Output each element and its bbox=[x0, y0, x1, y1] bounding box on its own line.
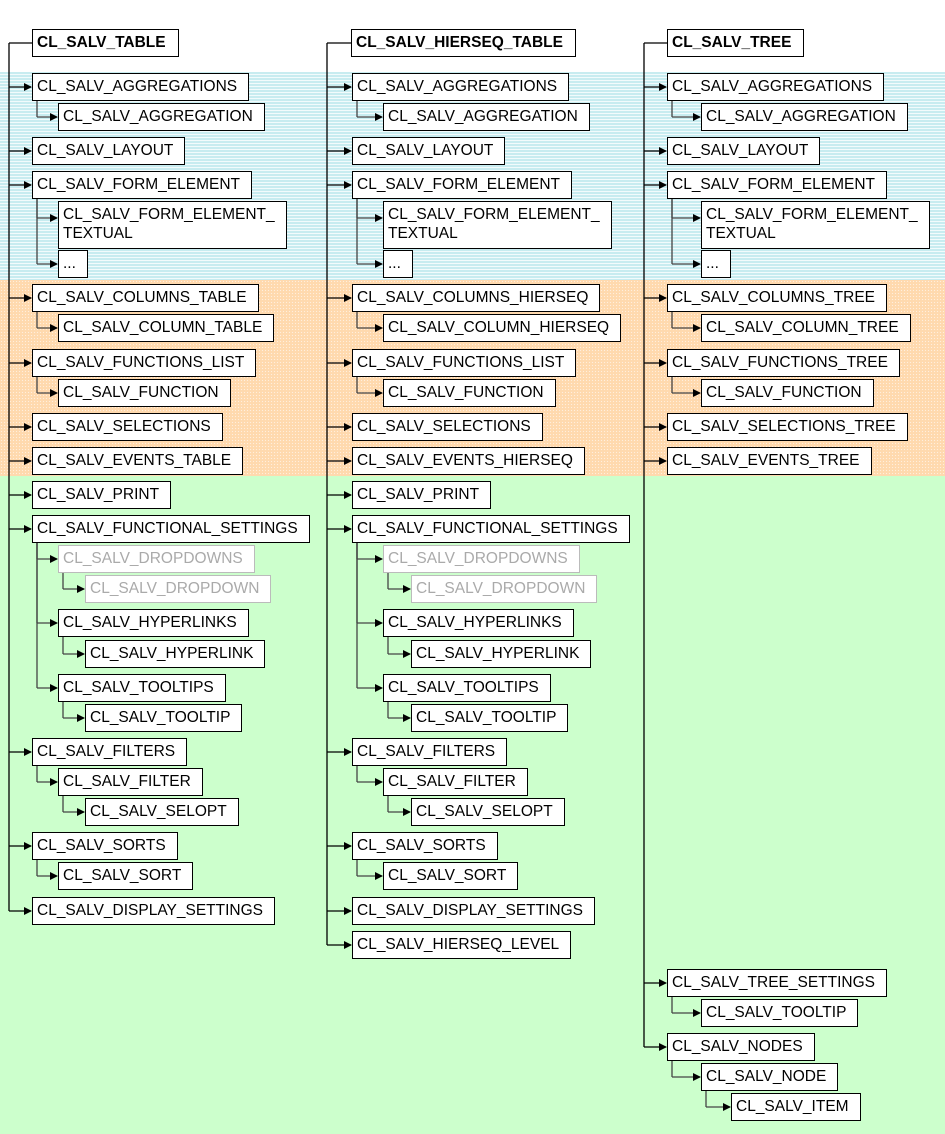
class-box[interactable]: CL_SALV_TOOLTIP bbox=[701, 999, 859, 1027]
class-box[interactable]: CL_SALV_FILTERS bbox=[32, 738, 188, 766]
class-box[interactable]: CL_SALV_LAYOUT bbox=[352, 137, 506, 165]
class-box[interactable]: CL_SALV_NODE bbox=[701, 1063, 839, 1091]
class-box[interactable]: CL_SALV_FUNCTIONS_TREE bbox=[667, 349, 900, 377]
class-box[interactable]: CL_SALV_SELOPT bbox=[411, 798, 565, 826]
class-box[interactable]: CL_SALV_DROPDOWNS bbox=[383, 545, 580, 573]
class-box[interactable]: CL_SALV_EVENTS_TREE bbox=[667, 447, 872, 475]
class-box[interactable]: CL_SALV_FORM_ELEMENT bbox=[352, 171, 572, 199]
class-box[interactable]: CL_SALV_FILTER bbox=[58, 768, 203, 796]
class-box[interactable]: CL_SALV_DROPDOWN bbox=[411, 575, 598, 603]
class-box[interactable]: CL_SALV_NODES bbox=[667, 1033, 815, 1061]
class-box[interactable]: CL_SALV_TREE_SETTINGS bbox=[667, 969, 888, 997]
class-box[interactable]: CL_SALV_PRINT bbox=[32, 481, 172, 509]
class-box[interactable]: CL_SALV_COLUMNS_HIERSEQ bbox=[352, 284, 601, 312]
class-box[interactable]: CL_SALV_AGGREGATIONS bbox=[32, 73, 250, 101]
class-box[interactable]: CL_SALV_HYPERLINKS bbox=[58, 609, 249, 637]
class-box[interactable]: CL_SALV_AGGREGATION bbox=[58, 103, 265, 131]
class-box[interactable]: CL_SALV_TOOLTIPS bbox=[383, 674, 551, 702]
class-box[interactable]: CL_SALV_FORM_ELEMENT_ TEXTUAL bbox=[383, 201, 612, 249]
class-box[interactable]: CL_SALV_HYPERLINK bbox=[411, 640, 592, 668]
class-box[interactable]: CL_SALV_AGGREGATIONS bbox=[352, 73, 570, 101]
class-box[interactable]: CL_SALV_LAYOUT bbox=[667, 137, 821, 165]
class-box[interactable]: CL_SALV_SORT bbox=[383, 862, 519, 890]
class-box[interactable]: CL_SALV_FUNCTIONAL_SETTINGS bbox=[352, 515, 630, 543]
class-box[interactable]: CL_SALV_DROPDOWNS bbox=[58, 545, 255, 573]
root-class-box[interactable]: CL_SALV_TREE bbox=[667, 29, 805, 57]
class-box[interactable]: CL_SALV_FILTERS bbox=[352, 738, 508, 766]
class-box[interactable]: CL_SALV_SELOPT bbox=[85, 798, 239, 826]
class-box[interactable]: CL_SALV_SORT bbox=[58, 862, 194, 890]
class-box[interactable]: CL_SALV_FUNCTIONAL_SETTINGS bbox=[32, 515, 310, 543]
class-box[interactable]: CL_SALV_TOOLTIP bbox=[85, 704, 243, 732]
class-box[interactable]: ... bbox=[58, 250, 88, 278]
class-box[interactable]: CL_SALV_SELECTIONS bbox=[32, 413, 223, 441]
class-box[interactable]: CL_SALV_TOOLTIP bbox=[411, 704, 569, 732]
class-box[interactable]: CL_SALV_FILTER bbox=[383, 768, 528, 796]
class-box[interactable]: CL_SALV_COLUMN_TREE bbox=[701, 314, 911, 342]
root-class-box[interactable]: CL_SALV_TABLE bbox=[32, 29, 179, 57]
class-box[interactable]: CL_SALV_FORM_ELEMENT_ TEXTUAL bbox=[58, 201, 287, 249]
class-box[interactable]: CL_SALV_FORM_ELEMENT bbox=[667, 171, 887, 199]
class-box[interactable]: CL_SALV_EVENTS_HIERSEQ bbox=[352, 447, 585, 475]
class-box[interactable]: CL_SALV_ITEM bbox=[731, 1093, 861, 1121]
class-box[interactable]: CL_SALV_AGGREGATIONS bbox=[667, 73, 885, 101]
class-box[interactable]: CL_SALV_EVENTS_TABLE bbox=[32, 447, 244, 475]
class-box[interactable]: CL_SALV_COLUMNS_TREE bbox=[667, 284, 888, 312]
class-box[interactable]: CL_SALV_HYPERLINKS bbox=[383, 609, 574, 637]
class-box[interactable]: CL_SALV_SORTS bbox=[32, 832, 178, 860]
class-box[interactable]: CL_SALV_HIERSEQ_LEVEL bbox=[352, 931, 572, 959]
class-box[interactable]: CL_SALV_FUNCTIONS_LIST bbox=[32, 349, 257, 377]
class-box[interactable]: CL_SALV_HYPERLINK bbox=[85, 640, 266, 668]
root-class-box[interactable]: CL_SALV_HIERSEQ_TABLE bbox=[351, 29, 576, 57]
class-box[interactable]: CL_SALV_COLUMNS_TABLE bbox=[32, 284, 259, 312]
class-box[interactable]: CL_SALV_AGGREGATION bbox=[383, 103, 590, 131]
class-box[interactable]: CL_SALV_COLUMN_HIERSEQ bbox=[383, 314, 622, 342]
class-box[interactable]: CL_SALV_FUNCTION bbox=[58, 379, 231, 407]
class-box[interactable]: CL_SALV_PRINT bbox=[352, 481, 492, 509]
class-box[interactable]: CL_SALV_FUNCTION bbox=[701, 379, 874, 407]
class-box[interactable]: CL_SALV_FORM_ELEMENT_ TEXTUAL bbox=[701, 201, 930, 249]
band-columns-functions bbox=[0, 280, 945, 476]
class-box[interactable]: CL_SALV_TOOLTIPS bbox=[58, 674, 226, 702]
class-box[interactable]: CL_SALV_COLUMN_TABLE bbox=[58, 314, 275, 342]
class-box[interactable]: CL_SALV_LAYOUT bbox=[32, 137, 186, 165]
class-box[interactable]: CL_SALV_SELECTIONS_TREE bbox=[667, 413, 908, 441]
class-box[interactable]: ... bbox=[383, 250, 413, 278]
class-box[interactable]: CL_SALV_FORM_ELEMENT bbox=[32, 171, 252, 199]
class-box[interactable]: CL_SALV_DISPLAY_SETTINGS bbox=[32, 897, 275, 925]
class-box[interactable]: CL_SALV_FUNCTION bbox=[383, 379, 556, 407]
class-box[interactable]: CL_SALV_SELECTIONS bbox=[352, 413, 543, 441]
class-box[interactable]: CL_SALV_FUNCTIONS_LIST bbox=[352, 349, 577, 377]
class-box[interactable]: ... bbox=[701, 250, 731, 278]
class-box[interactable]: CL_SALV_DISPLAY_SETTINGS bbox=[352, 897, 595, 925]
class-box[interactable]: CL_SALV_SORTS bbox=[352, 832, 498, 860]
class-box[interactable]: CL_SALV_DROPDOWN bbox=[85, 575, 272, 603]
class-box[interactable]: CL_SALV_AGGREGATION bbox=[701, 103, 908, 131]
